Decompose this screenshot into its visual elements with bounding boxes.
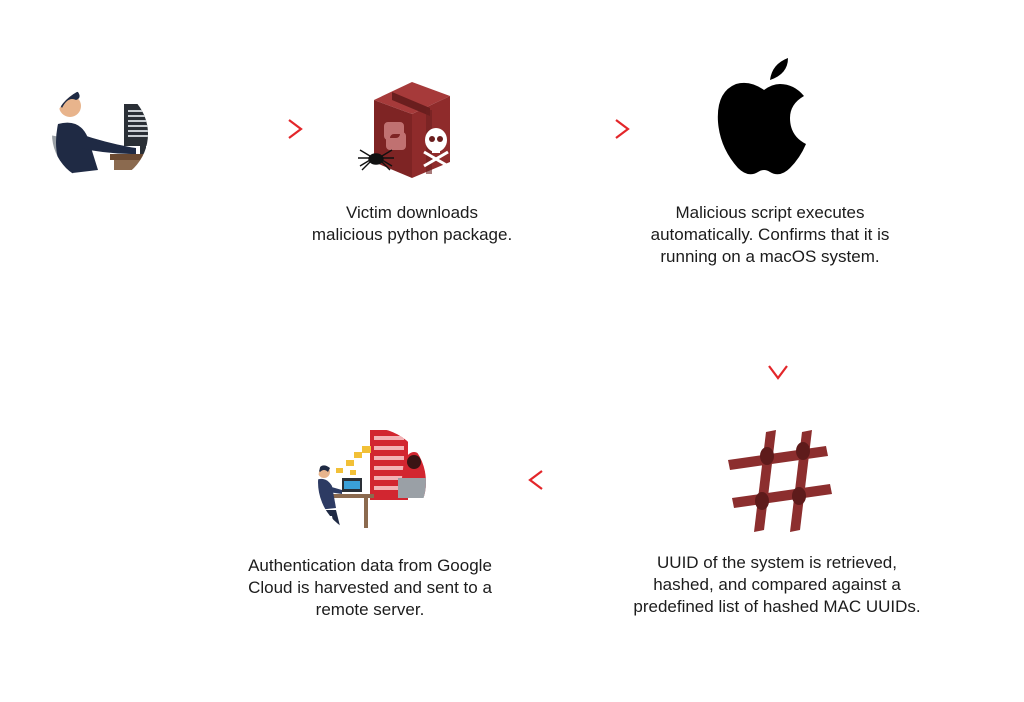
arrow-right-2 [534, 119, 630, 139]
data-exfiltration-hacker-icon [318, 428, 426, 536]
arrow-right-1 [207, 119, 303, 139]
apple-logo-icon [717, 58, 806, 175]
uuid-node [722, 426, 838, 536]
uuid-caption: UUID of the system is retrieved, hashed,… [633, 553, 921, 616]
arrow-down [768, 286, 788, 380]
exfil-node [306, 426, 436, 536]
package-caption: Victim downloads malicious python packag… [311, 203, 513, 244]
arrow-left [528, 470, 624, 490]
execute-caption: Malicious script executes automatically.… [650, 203, 890, 266]
hash-symbol-icon [728, 430, 832, 532]
developer-at-desk-icon [52, 86, 148, 182]
victim-node [40, 82, 160, 182]
package-node [352, 78, 462, 182]
exfil-caption: Authentication data from Google Cloud is… [248, 556, 492, 619]
malicious-package-box-icon [358, 82, 450, 178]
execute-node [714, 56, 814, 178]
